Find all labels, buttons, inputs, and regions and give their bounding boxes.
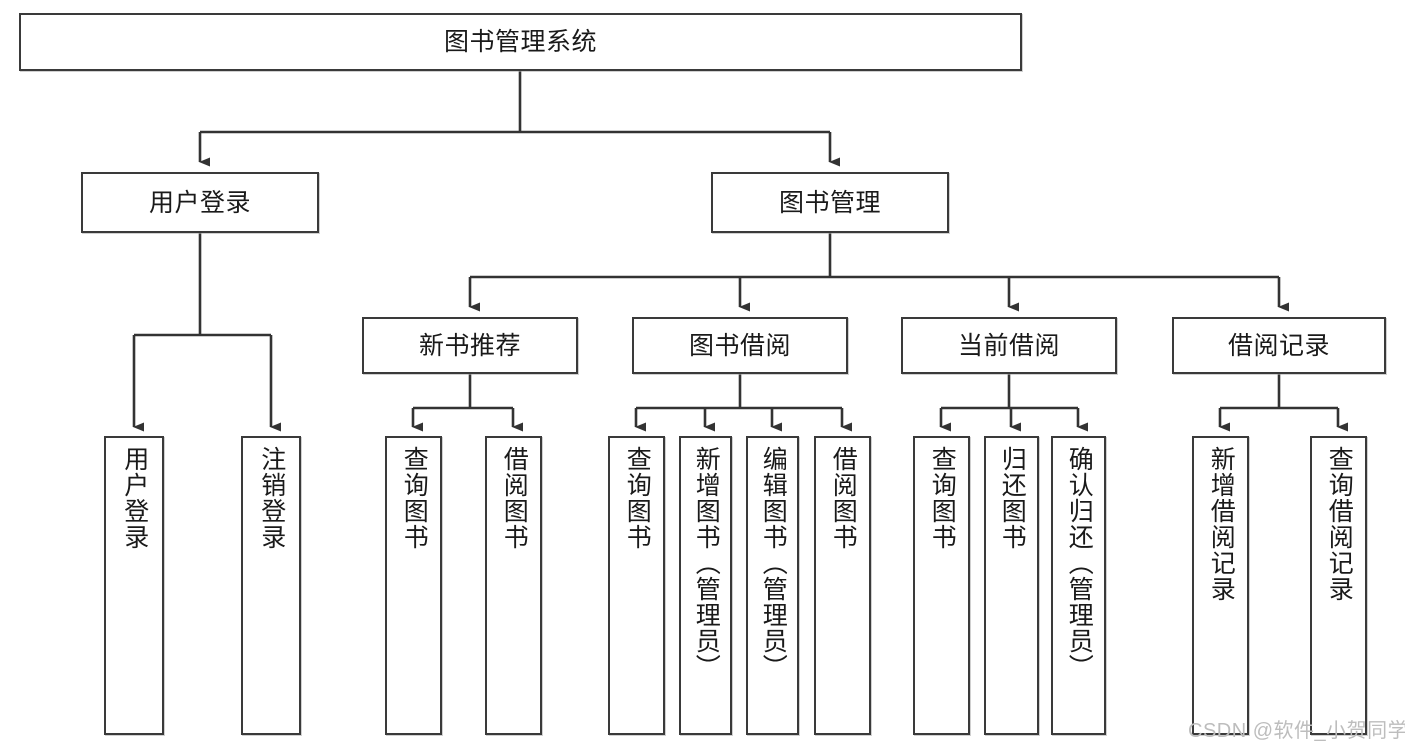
leaf-borrow-book-recommend[interactable]: 借阅图书 <box>485 436 542 735</box>
leaf-edit-book-admin[interactable]: 编辑图书（管理员） <box>746 436 799 735</box>
leaf-query-book-recommend[interactable]: 查询图书 <box>385 436 442 735</box>
node-root-label: 图书管理系统 <box>443 28 597 56</box>
node-user-login-label: 用户登录 <box>148 188 251 217</box>
leaf-query-book-current-label: 查询图书 <box>928 446 957 550</box>
node-book-borrow-label: 图书借阅 <box>688 331 791 360</box>
node-book-management[interactable]: 图书管理 <box>711 172 949 233</box>
leaf-edit-book-admin-label: 编辑图书（管理员） <box>759 446 788 680</box>
leaf-add-book-admin-label: 新增图书（管理员） <box>692 446 721 680</box>
leaf-query-borrow-record-label: 查询借阅记录 <box>1325 446 1354 602</box>
leaf-borrow-book-recommend-label: 借阅图书 <box>500 446 529 550</box>
leaf-confirm-return-admin-label: 确认归还（管理员） <box>1065 446 1094 680</box>
leaf-borrow-book[interactable]: 借阅图书 <box>814 436 871 735</box>
leaf-logout-label: 注销登录 <box>257 446 286 550</box>
leaf-user-login[interactable]: 用户登录 <box>104 436 164 735</box>
leaf-query-book-recommend-label: 查询图书 <box>400 446 429 550</box>
leaf-query-borrow-record[interactable]: 查询借阅记录 <box>1310 436 1367 735</box>
leaf-query-book-borrow[interactable]: 查询图书 <box>608 436 665 735</box>
node-root[interactable]: 图书管理系统 <box>19 13 1022 71</box>
node-new-book-recommend-label: 新书推荐 <box>418 331 521 360</box>
node-book-management-label: 图书管理 <box>778 188 881 217</box>
node-borrow-records-label: 借阅记录 <box>1227 331 1330 360</box>
leaf-user-login-label: 用户登录 <box>120 446 149 550</box>
node-current-borrow[interactable]: 当前借阅 <box>901 317 1117 374</box>
leaf-add-borrow-record[interactable]: 新增借阅记录 <box>1192 436 1249 735</box>
node-current-borrow-label: 当前借阅 <box>957 331 1060 360</box>
leaf-confirm-return-admin[interactable]: 确认归还（管理员） <box>1051 436 1106 735</box>
node-borrow-records[interactable]: 借阅记录 <box>1172 317 1386 374</box>
leaf-add-borrow-record-label: 新增借阅记录 <box>1207 446 1236 602</box>
node-user-login[interactable]: 用户登录 <box>81 172 319 233</box>
node-book-borrow[interactable]: 图书借阅 <box>632 317 848 374</box>
leaf-borrow-book-label: 借阅图书 <box>829 446 858 550</box>
leaf-query-book-borrow-label: 查询图书 <box>623 446 652 550</box>
leaf-logout[interactable]: 注销登录 <box>241 436 301 735</box>
csdn-watermark: CSDN @软件_小贺同学 <box>1188 720 1405 742</box>
node-new-book-recommend[interactable]: 新书推荐 <box>362 317 578 374</box>
leaf-return-book-label: 归还图书 <box>998 446 1027 550</box>
leaf-add-book-admin[interactable]: 新增图书（管理员） <box>679 436 732 735</box>
leaf-query-book-current[interactable]: 查询图书 <box>913 436 970 735</box>
leaf-return-book[interactable]: 归还图书 <box>984 436 1039 735</box>
